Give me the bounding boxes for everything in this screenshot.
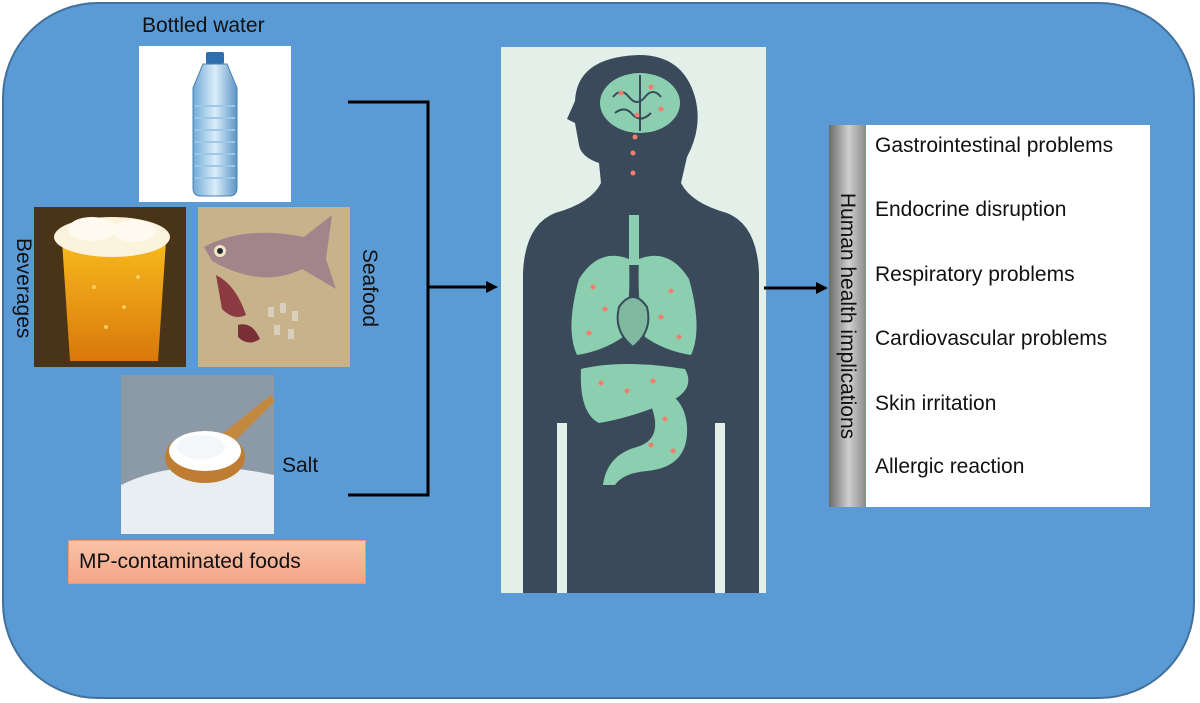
beverages-image [34,207,186,367]
connector-bracket [348,100,498,497]
implication-item: Gastrointestinal problems [875,134,1114,157]
salt-label: Salt [282,454,319,477]
implication-item: Skin irritation [875,392,997,415]
mp-contaminated-foods-box: MP-contaminated foods [68,540,366,584]
human-body-illustration [501,47,766,593]
implication-item: Allergic reaction [875,455,1025,478]
salt-image [121,375,274,534]
mp-contaminated-foods-label: MP-contaminated foods [79,550,301,573]
implication-item: Cardiovascular problems [875,327,1108,350]
seafood-image [198,207,350,367]
arrow-to-implications [764,282,828,294]
bottled-water-label: Bottled water [142,14,265,37]
implications-title: Human health implications [836,192,859,440]
implication-item: Endocrine disruption [875,198,1067,221]
beverages-label: Beverages [12,238,35,339]
implications-title-bar [829,125,865,507]
implications-list: Gastrointestinal problems Endocrine disr… [866,125,1150,507]
bottled-water-image [139,46,291,202]
implication-item: Respiratory problems [875,263,1075,286]
